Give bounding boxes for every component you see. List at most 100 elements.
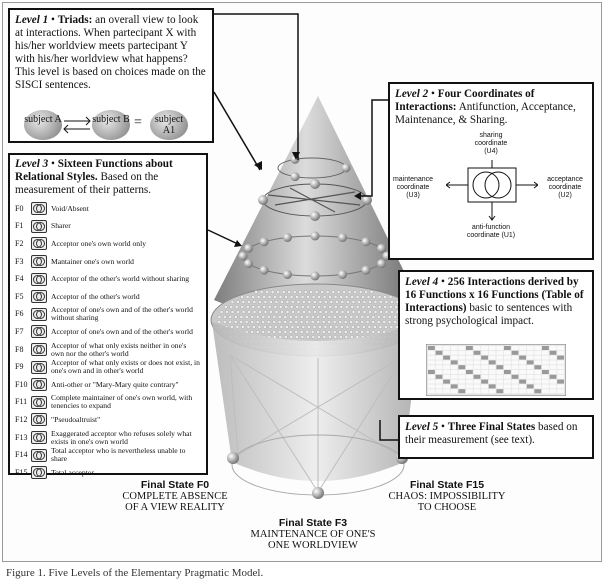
final-state-f3: Final State F3 MAINTENANCE OF ONE'S ONE …: [250, 517, 376, 552]
interaction-dot: [302, 300, 306, 304]
table-cell: [519, 365, 526, 370]
node-ball: [290, 172, 300, 182]
maintenance-coordinate-label: maintenance coordinate (U3): [392, 176, 434, 199]
interaction-dot: [333, 305, 338, 309]
node-ball: [282, 233, 292, 243]
function-venn-icon: [31, 237, 47, 251]
table-cell: [496, 370, 504, 374]
table-cell: [473, 355, 481, 360]
interaction-dot: [316, 320, 320, 324]
interaction-dot: [311, 335, 316, 339]
interaction-dot: [353, 290, 357, 294]
function-code: F13: [15, 432, 28, 442]
table-cell: [511, 389, 519, 394]
node-ball: [338, 269, 348, 279]
interaction-dot: [309, 290, 313, 294]
interaction-dot: [383, 295, 387, 299]
interaction-dot: [281, 290, 286, 294]
level2-text: Antifunction, Acceptance, Maintenance, &…: [395, 101, 576, 126]
interaction-dot: [368, 310, 372, 314]
interaction-dot: [236, 300, 240, 304]
interaction-dot: [234, 315, 238, 319]
interaction-dot: [280, 300, 284, 304]
table-cell: [526, 346, 534, 350]
table-cell: [428, 355, 435, 360]
table-cell: [504, 370, 511, 374]
interaction-dot: [360, 320, 364, 324]
table-cell: [435, 355, 443, 360]
interaction-dot: [262, 305, 267, 309]
node-ball: [361, 237, 371, 247]
interaction-dot: [336, 290, 341, 294]
table-cell: [466, 370, 473, 374]
table-cell: [496, 346, 504, 350]
table-cell: [542, 389, 549, 394]
interaction-dot: [278, 295, 283, 299]
table-cell: [504, 379, 511, 384]
interaction-dot: [334, 325, 339, 329]
lower-cone-rays: [229, 354, 406, 493]
interaction-dot: [266, 330, 271, 334]
interaction-dot: [289, 315, 293, 319]
interaction-dot: [236, 310, 240, 314]
interaction-dot: [373, 325, 377, 329]
interaction-dot: [285, 300, 290, 304]
interaction-dot: [358, 290, 363, 294]
table-cell: [557, 374, 564, 379]
table-cell: [519, 360, 526, 365]
interaction-dot: [351, 310, 356, 314]
function-row: F12"Pseudoaltruist": [15, 411, 201, 429]
table-cell: [526, 379, 534, 384]
interaction-dot: [307, 325, 311, 329]
interaction-dot: [306, 305, 311, 309]
level2-title: Level 2: [395, 88, 429, 100]
arrow-level2: [356, 99, 388, 197]
interaction-dot: [324, 310, 328, 314]
interaction-dot: [233, 320, 238, 324]
interaction-dot: [261, 320, 265, 324]
table-cell: [542, 355, 549, 360]
table-cell: [435, 379, 443, 384]
interaction-dot: [225, 310, 229, 314]
function-code: F9: [15, 362, 24, 372]
table-cell: [526, 370, 534, 374]
interaction-dot: [340, 300, 345, 304]
arrow-level1-b: [213, 91, 261, 171]
interaction-dot: [361, 295, 365, 299]
node-ball: [243, 243, 253, 253]
interaction-dot: [269, 310, 273, 314]
table-cell: [466, 374, 473, 379]
interaction-dot: [274, 310, 279, 314]
table-cell: [549, 346, 557, 350]
interaction-dot: [270, 290, 275, 294]
interaction-dot: [346, 310, 350, 314]
node-ball: [282, 269, 292, 279]
interaction-dot: [349, 315, 354, 319]
interaction-dot: [340, 310, 345, 314]
interaction-dot: [283, 330, 288, 334]
function-label: Acceptor of one's own and of the other's…: [51, 326, 193, 336]
interaction-dot: [311, 295, 316, 299]
interaction-dot: [373, 300, 378, 304]
interaction-dot: [244, 320, 249, 324]
table-cell: [466, 360, 473, 365]
interaction-dot: [322, 315, 326, 319]
interaction-dot: [299, 330, 304, 334]
table-cell: [450, 360, 458, 365]
function-code: F8: [15, 344, 24, 354]
table-cell: [428, 350, 435, 355]
table-cell: [542, 350, 549, 355]
interaction-dot: [393, 315, 398, 319]
table-cell: [488, 384, 496, 389]
table-cell: [466, 379, 473, 384]
table-cell: [504, 374, 511, 379]
table-cell: [534, 365, 542, 370]
double-arrow-icon: [63, 116, 91, 134]
interaction-dot: [307, 300, 312, 304]
interaction-dot: [366, 305, 371, 309]
table-cell: [488, 374, 496, 379]
interaction-dot: [329, 325, 333, 329]
interaction-dot: [256, 305, 261, 309]
